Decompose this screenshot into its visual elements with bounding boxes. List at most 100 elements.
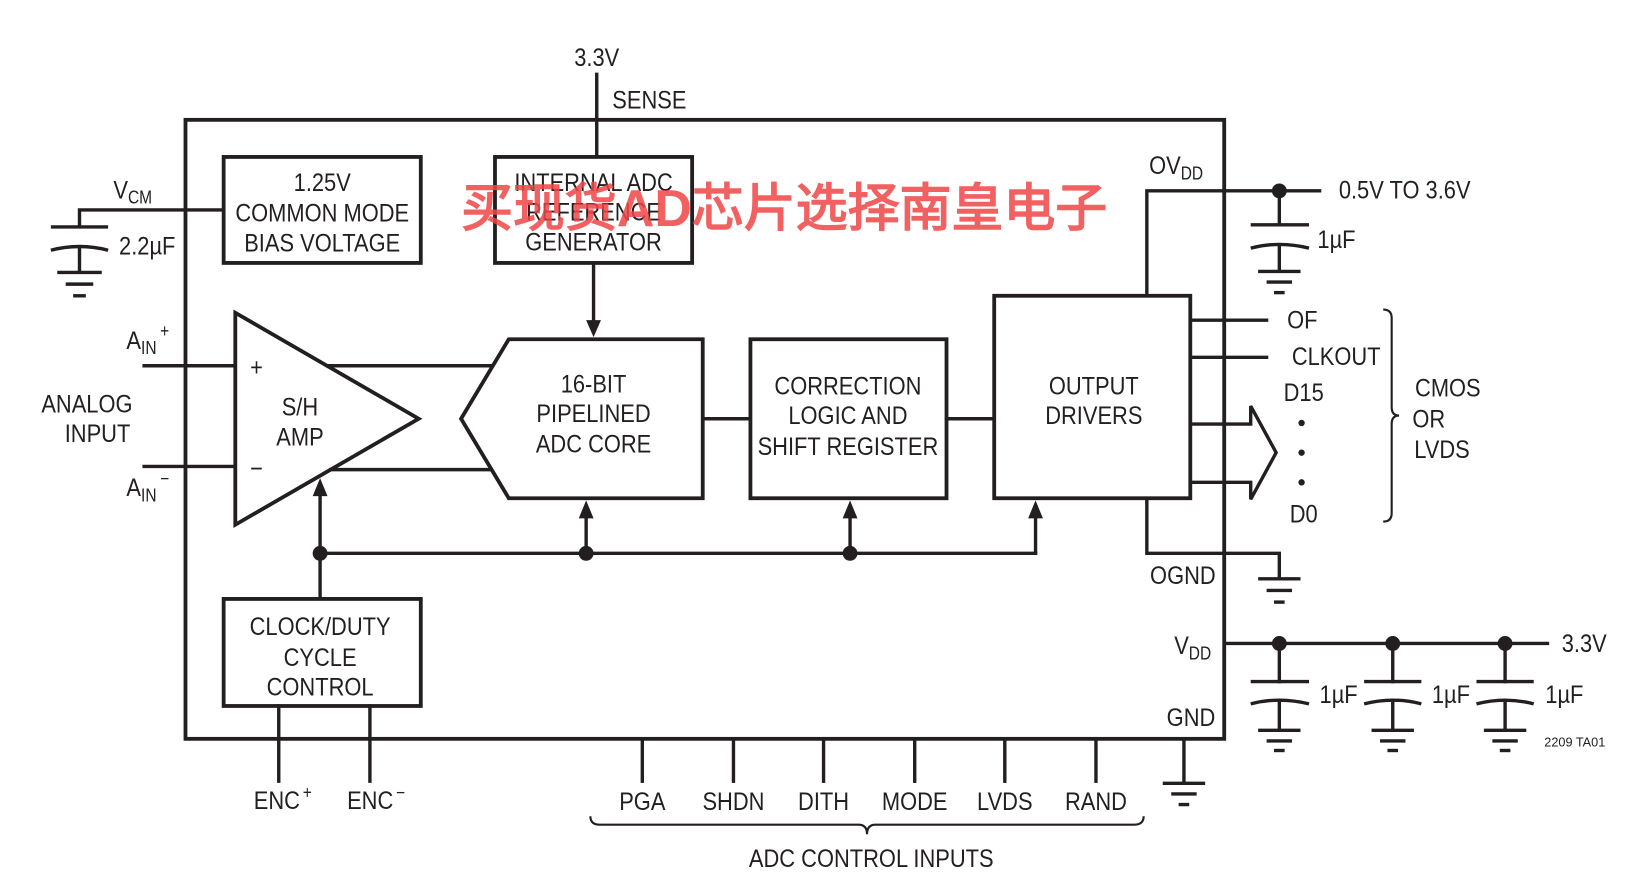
output-drivers-line-2: DRIVERS bbox=[1045, 403, 1142, 431]
bus-junction-dot bbox=[312, 545, 328, 561]
ovdd-label-main: OV bbox=[1149, 153, 1181, 181]
ovdd-capacitor bbox=[1250, 189, 1310, 273]
output-drivers-block bbox=[992, 293, 1193, 501]
vdd-label-sub: DD bbox=[1189, 643, 1211, 663]
ain-minus-label: AIN− bbox=[126, 468, 169, 505]
vcm-cap-label: 2.2µF bbox=[119, 233, 175, 261]
enc-plus-sup: + bbox=[303, 782, 312, 802]
bus-ellipsis-dot bbox=[1298, 479, 1305, 486]
output-mode-line-1: CMOS bbox=[1415, 375, 1481, 403]
reference-generator-block bbox=[493, 155, 695, 265]
chip-outline bbox=[183, 117, 1227, 741]
ain-minus-main: A bbox=[126, 475, 141, 503]
sense-supply-label: 3.3V bbox=[574, 44, 619, 72]
analog-input-line-1: ANALOG bbox=[41, 391, 132, 419]
lvds-label: LVDS bbox=[977, 788, 1033, 816]
ain-plus-main: A bbox=[126, 327, 141, 355]
bus-junction-dot bbox=[578, 545, 594, 561]
ovdd-wire bbox=[1145, 189, 1322, 298]
ovdd-label: OVDD bbox=[1149, 153, 1203, 183]
mode-label: MODE bbox=[882, 788, 948, 816]
vdd-label-main: V bbox=[1174, 633, 1189, 661]
vcm-label-sub: CM bbox=[128, 187, 152, 207]
clock-line-1: CLOCK/DUTY bbox=[250, 614, 391, 642]
vdd-cap-label-3: 1µF bbox=[1545, 681, 1583, 709]
ground-symbol bbox=[1258, 269, 1301, 295]
enc-minus-main: ENC bbox=[347, 787, 393, 815]
enc-minus-label: ENC− bbox=[347, 782, 405, 816]
d15-label: D15 bbox=[1284, 379, 1324, 407]
watermark: 买现货AD芯片选择南皇电子 bbox=[461, 180, 1107, 238]
vdd-label: VDD bbox=[1174, 633, 1211, 663]
ognd-wire bbox=[1145, 496, 1282, 580]
output-drivers-line-1: OUTPUT bbox=[1049, 373, 1139, 401]
ognd-label: OGND bbox=[1150, 563, 1216, 591]
ground-symbol bbox=[1162, 781, 1206, 807]
ovdd-cap-label: 1µF bbox=[1317, 227, 1355, 255]
ain-plus-sub: IN bbox=[141, 338, 157, 358]
enc-minus-sup: − bbox=[396, 782, 405, 802]
ain-minus-sub: IN bbox=[141, 485, 157, 505]
rand-label: RAND bbox=[1065, 788, 1127, 816]
ain-plus-sup: + bbox=[160, 321, 169, 341]
adc-core-line-3: ADC CORE bbox=[536, 431, 651, 459]
vdd-capacitor-3 bbox=[1476, 636, 1535, 753]
bias-line-3: BIAS VOLTAGE bbox=[244, 230, 400, 258]
ain-plus-label: AIN+ bbox=[126, 321, 169, 358]
vdd-cap-label-2: 1µF bbox=[1432, 681, 1470, 709]
control-inputs-brace bbox=[589, 816, 1145, 835]
bus-to-adc-arrowhead bbox=[578, 500, 594, 519]
clock-to-amp-arrowhead bbox=[312, 478, 328, 497]
sense-label: SENSE bbox=[612, 87, 686, 115]
sh-amp-plus-sign: + bbox=[250, 354, 263, 382]
ground-symbol bbox=[1371, 728, 1414, 753]
clock-duty-cycle-block bbox=[221, 597, 423, 708]
analog-input-line-2: INPUT bbox=[65, 421, 131, 449]
pga-label: PGA bbox=[619, 788, 665, 816]
gnd-label: GND bbox=[1167, 705, 1216, 733]
ground-symbol bbox=[57, 270, 102, 298]
bias-line-1: 1.25V bbox=[294, 169, 351, 197]
reference-line-2: REFERENCE bbox=[526, 199, 661, 227]
d0-label: D0 bbox=[1290, 501, 1318, 529]
shdn-label: SHDN bbox=[702, 788, 764, 816]
sh-amp-minus-sign: − bbox=[250, 456, 263, 484]
adc-core-line-1: 16-BIT bbox=[561, 371, 627, 399]
correction-logic-block bbox=[748, 337, 949, 501]
vdd-capacitor-1 bbox=[1250, 636, 1310, 753]
enc-plus-main: ENC bbox=[254, 787, 300, 815]
bias-voltage-block bbox=[221, 155, 423, 265]
adc-core-line-2: PIPELINED bbox=[536, 401, 650, 429]
clkout-label: CLKOUT bbox=[1292, 343, 1381, 371]
bus-ellipsis-dot bbox=[1298, 419, 1305, 427]
correction-line-2: LOGIC AND bbox=[788, 403, 907, 431]
figure-id: 2209 TA01 bbox=[1544, 735, 1605, 750]
ain-minus-sup: − bbox=[160, 468, 169, 488]
ovdd-range-label: 0.5V TO 3.6V bbox=[1339, 177, 1471, 205]
bus-to-correction-arrowhead bbox=[842, 500, 858, 519]
data-bus-arrow bbox=[1188, 405, 1279, 501]
vdd-capacitor-2 bbox=[1363, 636, 1422, 753]
ground-symbol bbox=[1258, 577, 1301, 604]
bias-line-2: COMMON MODE bbox=[235, 200, 409, 228]
clock-line-3: CONTROL bbox=[267, 674, 374, 702]
dith-label: DITH bbox=[798, 788, 849, 816]
vdd-cap-label-1: 1µF bbox=[1320, 681, 1358, 709]
vcm-label: VCM bbox=[113, 177, 152, 207]
reference-line-3: GENERATOR bbox=[525, 229, 662, 257]
vcm-capacitor bbox=[50, 225, 109, 274]
sh-amp-triangle bbox=[233, 309, 423, 529]
output-mode-line-3: LVDS bbox=[1414, 437, 1470, 465]
output-brace bbox=[1383, 308, 1400, 523]
correction-line-1: CORRECTION bbox=[774, 373, 921, 401]
reference-line-1: INTERNAL ADC bbox=[514, 169, 672, 197]
bus-ellipsis-dot bbox=[1298, 449, 1305, 456]
clock-line-2: CYCLE bbox=[284, 644, 357, 672]
ovdd-label-sub: DD bbox=[1181, 163, 1203, 183]
bus-junction-dot bbox=[842, 545, 858, 561]
sh-amp-line-1: S/H bbox=[282, 394, 318, 422]
enc-plus-label: ENC+ bbox=[254, 782, 312, 816]
ground-symbol bbox=[1258, 728, 1301, 753]
sh-amp-line-2: AMP bbox=[276, 424, 323, 452]
